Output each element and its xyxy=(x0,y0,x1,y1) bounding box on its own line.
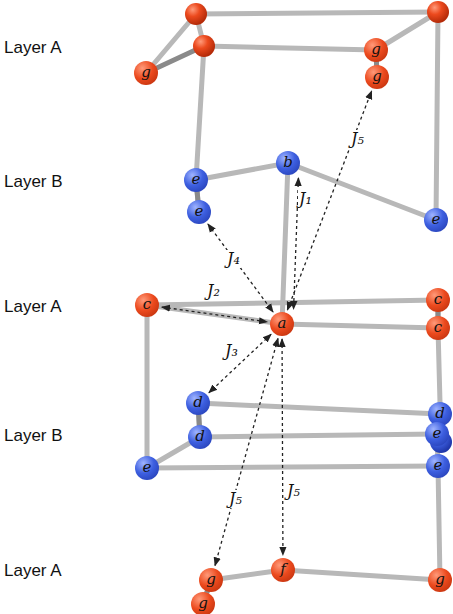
site-letter: e xyxy=(434,458,443,473)
atom-sphere: f xyxy=(271,558,295,582)
site-letter: g xyxy=(435,572,445,587)
atom-sphere: e xyxy=(425,422,449,446)
atom-sphere: c xyxy=(135,293,159,317)
exchange-arrow xyxy=(209,334,271,392)
site-letter: g xyxy=(372,69,382,84)
atom-sphere: e xyxy=(184,168,208,192)
site-letter: c xyxy=(143,297,151,312)
site-letter: d xyxy=(435,406,445,421)
site-letter: e xyxy=(192,172,201,187)
exchange-arrow xyxy=(215,338,278,565)
layer-label: Layer A xyxy=(4,561,62,581)
atom-sphere: e xyxy=(424,208,448,232)
site-letter: g xyxy=(371,42,381,57)
atom-sphere: g xyxy=(365,65,389,89)
site-letter: e xyxy=(143,460,152,475)
atom-sphere: g xyxy=(199,568,223,592)
site-letter: d xyxy=(193,395,203,410)
site-letter: c xyxy=(434,320,442,335)
exchange-arrow xyxy=(162,307,267,322)
site-letter: d xyxy=(195,429,205,444)
site-letter: e xyxy=(195,204,204,219)
atom-sphere: a xyxy=(270,312,294,336)
atom-sphere: c xyxy=(426,288,450,312)
coupling-label: J₃ xyxy=(224,342,239,360)
site-letter: g xyxy=(206,572,216,587)
coupling-label: J₅ xyxy=(286,482,301,500)
layer-label: Layer A xyxy=(4,297,62,317)
atom-sphere: b xyxy=(276,151,300,175)
site-letter: e xyxy=(432,212,441,227)
layer-label: Layer B xyxy=(4,426,63,446)
layer-label: Layer B xyxy=(4,172,63,192)
atom-sphere: d xyxy=(186,391,210,415)
site-letter: f xyxy=(280,562,286,577)
coupling-label: J₅ xyxy=(350,130,365,148)
atom-sphere: g xyxy=(364,38,388,62)
exchange-arrow xyxy=(287,91,371,310)
atom-sphere: e xyxy=(426,454,450,478)
site-letter: b xyxy=(283,155,293,170)
atom-sphere: g xyxy=(428,568,452,592)
site-letter: a xyxy=(278,316,287,331)
coupling-label: J₂ xyxy=(206,282,221,300)
layer-label: Layer A xyxy=(4,38,62,58)
atom-sphere: g xyxy=(134,61,158,85)
exchange-arrow xyxy=(281,339,283,555)
site-letter: g xyxy=(141,65,151,80)
coupling-label: J₅ xyxy=(228,490,243,508)
site-letter: e xyxy=(433,426,442,441)
site-letter: g xyxy=(198,596,208,611)
atom-sphere: d xyxy=(188,425,212,449)
atom-sphere: g xyxy=(191,592,215,614)
atom-sphere: e xyxy=(187,200,211,224)
atom-sphere: c xyxy=(426,316,450,340)
coupling-label: J₄ xyxy=(226,250,241,268)
atom-sphere: e xyxy=(135,456,159,480)
site-letter: c xyxy=(434,292,442,307)
coupling-label: J₁ xyxy=(298,190,313,208)
